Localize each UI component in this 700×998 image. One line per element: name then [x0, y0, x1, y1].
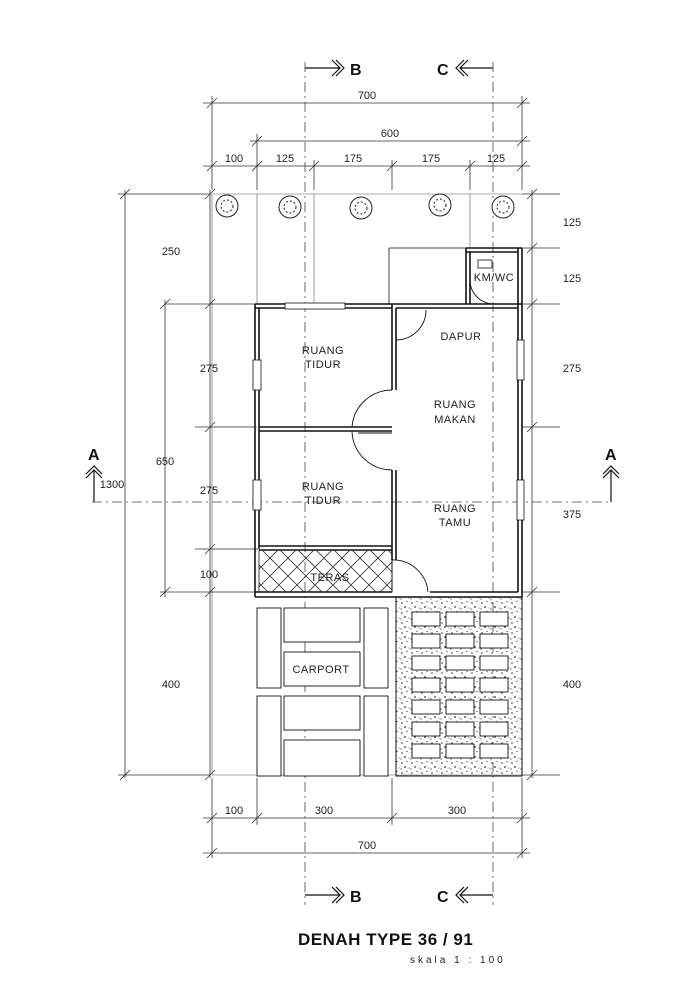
- room-label-kitchen: DAPUR: [440, 331, 481, 343]
- dim-left-mid: 650: [156, 456, 174, 468]
- toilet-fixture: [477, 259, 493, 269]
- dim-bottom-total: 700: [358, 840, 376, 852]
- tree-icon: [491, 195, 515, 219]
- room-label-bedroom-2: RUANG: [302, 481, 344, 493]
- tree-icon: [278, 195, 302, 219]
- drawing-scale: skala 1 : 100: [410, 955, 506, 966]
- section-a-right-label: A: [605, 447, 617, 464]
- room-label-dining: RUANG: [434, 399, 476, 411]
- room-label-carport: CARPORT: [292, 664, 349, 676]
- room-label-terrace: TERAS: [310, 572, 349, 584]
- section-c-top-label: C: [437, 62, 449, 79]
- dim-bottom-seg: 300: [448, 805, 466, 817]
- dim-left-total: 1300: [100, 479, 124, 491]
- dimension-lines: [118, 96, 560, 859]
- dim-left-seg: 275: [200, 485, 218, 497]
- room-label-bedroom-1: RUANG: [302, 345, 344, 357]
- section-lines: [92, 62, 612, 905]
- dim-bottom-seg: 100: [225, 805, 243, 817]
- dim-right-seg: 275: [563, 363, 581, 375]
- room-label-bathroom: KM/WC: [474, 272, 514, 284]
- dim-right-seg: 125: [563, 273, 581, 285]
- section-c-bottom-label: C: [437, 889, 449, 906]
- dim-left-seg: 100: [200, 569, 218, 581]
- dim-top-seg: 175: [344, 153, 362, 165]
- dim-top-seg: 125: [487, 153, 505, 165]
- dim-right-seg: 400: [563, 679, 581, 691]
- room-label-living: RUANG: [434, 503, 476, 515]
- dim-right-seg: 125: [563, 217, 581, 229]
- section-b-bottom-label: B: [350, 889, 362, 906]
- terrace-floor: [258, 549, 393, 593]
- tree-icon: [349, 196, 373, 220]
- trees: [215, 193, 515, 220]
- garden-pavers: [395, 596, 523, 777]
- drawing-title: DENAH TYPE 36 / 91: [298, 930, 474, 949]
- dim-top-total: 700: [358, 90, 376, 102]
- dim-bottom-seg: 300: [315, 805, 333, 817]
- dim-top-seg: 125: [276, 153, 294, 165]
- room-label-bedroom-1: TIDUR: [305, 359, 341, 371]
- windows: [252, 302, 525, 521]
- section-markers: [85, 59, 620, 904]
- dim-left-seg: 275: [200, 363, 218, 375]
- dim-top-seg: 100: [225, 153, 243, 165]
- section-b-top-label: B: [350, 62, 362, 79]
- tree-icon: [215, 194, 239, 218]
- dim-top-seg: 175: [422, 153, 440, 165]
- section-a-left-label: A: [88, 447, 100, 464]
- room-label-dining: MAKAN: [434, 414, 476, 426]
- tree-icon: [428, 193, 452, 217]
- room-label-living: TAMU: [439, 517, 471, 529]
- dim-right-seg: 375: [563, 509, 581, 521]
- room-label-bedroom-2: TIDUR: [305, 495, 341, 507]
- carport-area: [256, 607, 389, 777]
- dim-left-seg: 250: [162, 246, 180, 258]
- dim-top-inner: 600: [381, 128, 399, 140]
- dim-left-seg: 400: [162, 679, 180, 691]
